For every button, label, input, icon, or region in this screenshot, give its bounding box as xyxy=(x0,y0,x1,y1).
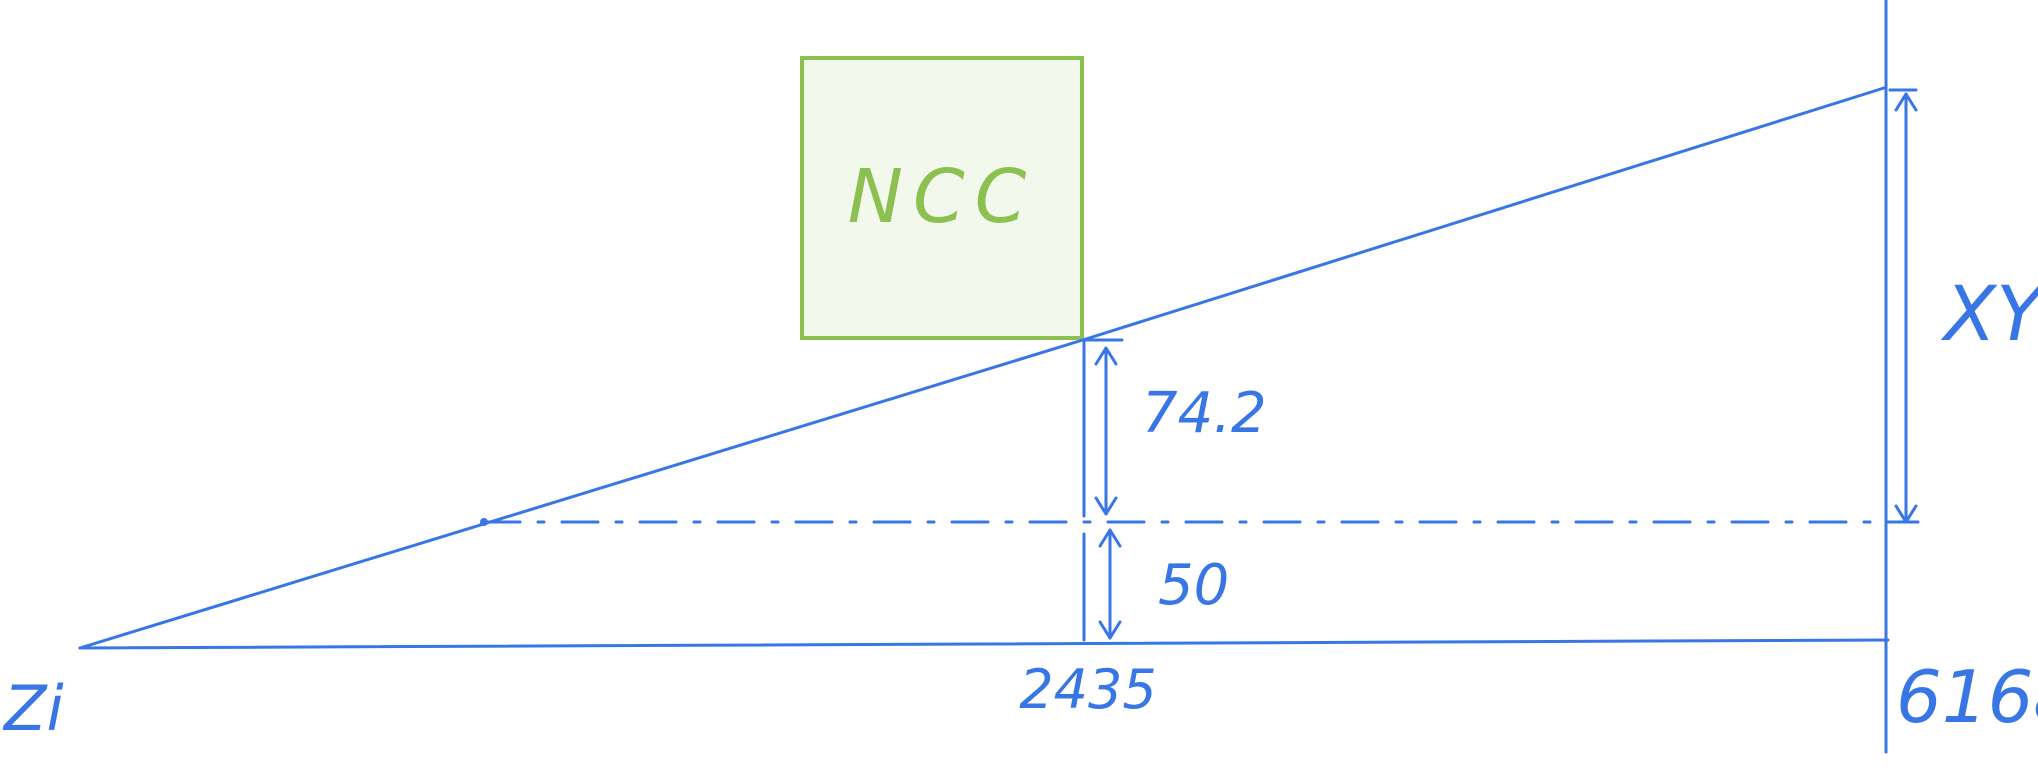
upper-dimension-arrow xyxy=(1094,346,1118,516)
middle-position-label: 2435 xyxy=(1019,658,1156,721)
ncc-box xyxy=(800,56,1084,340)
right-dimension-arrow xyxy=(1894,92,1918,524)
baseline xyxy=(78,638,1890,650)
right-dimension-label: XY xyxy=(1940,269,2038,358)
lower-dimension-arrow xyxy=(1098,528,1122,640)
origin-label: Zi xyxy=(2,672,64,745)
dashed-line-start-dot xyxy=(480,518,488,526)
lower-dimension-label: 50 xyxy=(1158,553,1229,618)
upper-dimension-label: 74.2 xyxy=(1142,381,1267,446)
ncc-label: NCC xyxy=(848,154,1037,240)
right-position-label: 6168 xyxy=(1896,655,2038,739)
